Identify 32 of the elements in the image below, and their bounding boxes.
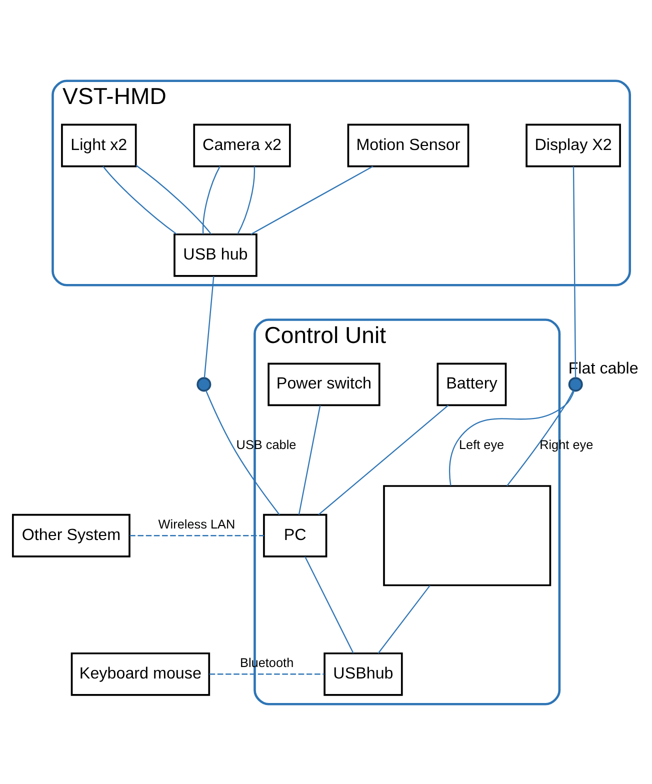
connector	[202, 166, 220, 234]
edge-label: Left eye	[458, 437, 504, 452]
connector	[298, 404, 321, 514]
node-box: USB hub	[174, 232, 258, 276]
connector	[250, 165, 374, 234]
node-circle	[568, 376, 583, 392]
node-box: Motion Sensor	[347, 123, 470, 167]
connector	[130, 534, 264, 536]
node-box: Battery	[436, 362, 507, 406]
connector	[237, 166, 256, 234]
connector	[318, 404, 449, 515]
node-box: Power switch	[268, 362, 380, 406]
node-box: Keyboard mouse	[70, 652, 210, 696]
connector	[506, 390, 574, 486]
connector	[378, 584, 430, 654]
node-box: PC	[263, 513, 328, 557]
edge-label: Wireless LAN	[158, 516, 236, 531]
connector	[102, 165, 177, 234]
node-circle	[196, 376, 212, 392]
node-box: USBhub	[324, 652, 403, 696]
node-box: Camera x2	[193, 123, 291, 167]
connector	[209, 673, 324, 674]
connector	[572, 166, 576, 378]
connector	[204, 276, 214, 378]
connector	[449, 390, 575, 486]
connector	[205, 390, 280, 514]
connector	[136, 164, 212, 234]
connector	[304, 556, 354, 653]
node-box: Light x2	[61, 123, 137, 167]
node-box	[383, 484, 552, 586]
node-box: Display X2	[526, 123, 621, 167]
node-box: Other System	[12, 513, 130, 557]
